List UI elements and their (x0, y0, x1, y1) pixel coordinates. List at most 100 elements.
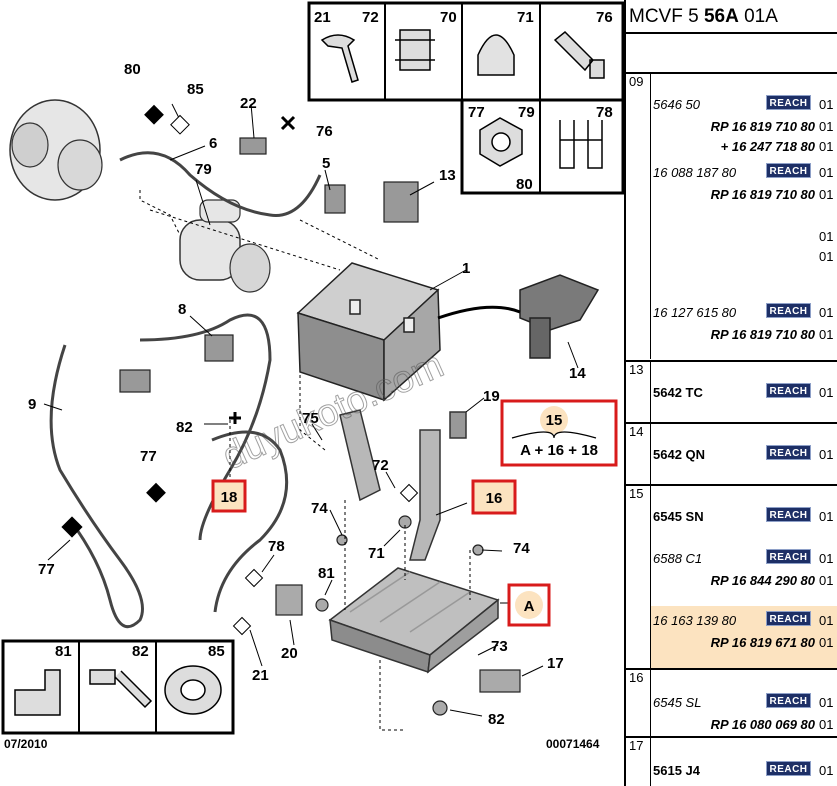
reach-badge[interactable]: REACH (766, 611, 811, 626)
group-number: 13 (629, 362, 644, 377)
part-number: 5642 TC (653, 385, 703, 400)
group-number: 14 (629, 424, 644, 439)
sidebar-header: MCVF 5 56A 01A (626, 0, 837, 34)
callout-label: 81 (318, 565, 335, 582)
quantity: 01 (819, 97, 834, 112)
part-number: 6588 C1 (653, 551, 703, 566)
boxed-callout-18[interactable]: 18 (211, 479, 247, 513)
callout-label: 77 (140, 448, 157, 465)
reach-badge[interactable]: REACH (766, 507, 811, 522)
reach-badge[interactable]: REACH (766, 693, 811, 708)
inset-label: 76 (596, 9, 613, 26)
part-number: 16 088 187 80 (653, 165, 737, 180)
terminal-cover (519, 274, 600, 359)
callout-label: 82 (176, 419, 193, 436)
inset-label: 72 (362, 9, 379, 26)
reach-badge[interactable]: REACH (766, 303, 811, 318)
callout-label: 75 (302, 410, 319, 427)
inset-label: 79 (518, 104, 535, 121)
callout-label: 13 (439, 167, 456, 184)
quantity: 01 (819, 551, 834, 566)
starter-motor (179, 199, 271, 293)
callout-label: 21 (252, 667, 269, 684)
cover-arc (437, 305, 521, 320)
part-row[interactable]: + 16 247 718 80 01 (626, 136, 837, 156)
boxed-callout-16[interactable]: 16 (471, 479, 517, 515)
reach-badge[interactable]: REACH (766, 163, 811, 178)
inset-label: 85 (208, 643, 225, 660)
markers (61, 104, 419, 636)
header-model: MCVF 5 (629, 6, 699, 27)
callout-label: 74 (513, 540, 530, 557)
part-number: + 16 247 718 80 (720, 139, 815, 154)
group-divider (650, 362, 651, 422)
boxed-callout-a[interactable]: A (507, 583, 551, 627)
reach-badge[interactable]: REACH (766, 445, 811, 460)
part-row[interactable]: 16 088 187 80 REACH 01 (626, 162, 837, 182)
part-row[interactable]: 01 (626, 246, 837, 266)
part-number: RP 16 080 069 80 (710, 717, 815, 732)
quantity: 01 (819, 187, 834, 202)
group-divider (650, 738, 651, 786)
reach-badge[interactable]: REACH (766, 95, 811, 110)
battery (296, 262, 441, 402)
callout-label: 5 (322, 155, 330, 172)
hold-down-brackets (339, 409, 467, 561)
group-number: 16 (629, 670, 644, 685)
callout-label: 14 (569, 365, 586, 382)
group-divider (650, 670, 651, 736)
reach-badge[interactable]: REACH (766, 383, 811, 398)
callout-label: 82 (488, 711, 505, 728)
quantity: 01 (819, 305, 834, 320)
part-row[interactable]: 01 (626, 226, 837, 246)
inset-label: 21 (314, 9, 331, 26)
cable-clamps (119, 137, 419, 393)
part-number: 16 163 139 80 (653, 613, 737, 628)
reach-badge[interactable]: REACH (766, 761, 811, 776)
quantity: 01 (819, 509, 834, 524)
footer-code: 00071464 (546, 737, 600, 751)
formula-top: 15 (546, 412, 563, 429)
callout-label: 17 (547, 655, 564, 672)
leader-lines (43, 103, 579, 717)
part-number: RP 16 819 671 80 (710, 635, 815, 650)
callout-label: 22 (240, 95, 257, 112)
inset-label: 81 (55, 643, 72, 660)
callout-label: 73 (491, 638, 508, 655)
callouts: 1 5 6 8 9 13 14 15 17 19 20 21 22 71 72 … (28, 61, 586, 728)
quantity: 01 (819, 119, 834, 134)
quantity: 01 (819, 139, 834, 154)
inset-label: 78 (596, 104, 613, 121)
quantity: 01 (819, 447, 834, 462)
formula-box[interactable]: 15 A + 16 + 18 (500, 399, 618, 467)
part-row[interactable]: 6588 C1 REACH 01 (626, 548, 837, 568)
tray-hardware (275, 515, 521, 716)
part-number: RP 16 844 290 80 (710, 573, 815, 588)
inset-label: 80 (516, 176, 533, 193)
inset-top-labels: 21 72 70 71 76 77 79 78 80 (314, 9, 613, 193)
reach-badge[interactable]: REACH (766, 549, 811, 564)
quantity: 01 (819, 327, 834, 342)
quantity: 01 (819, 165, 834, 180)
callout-label: A (524, 598, 535, 615)
callout-label: 71 (368, 545, 385, 562)
